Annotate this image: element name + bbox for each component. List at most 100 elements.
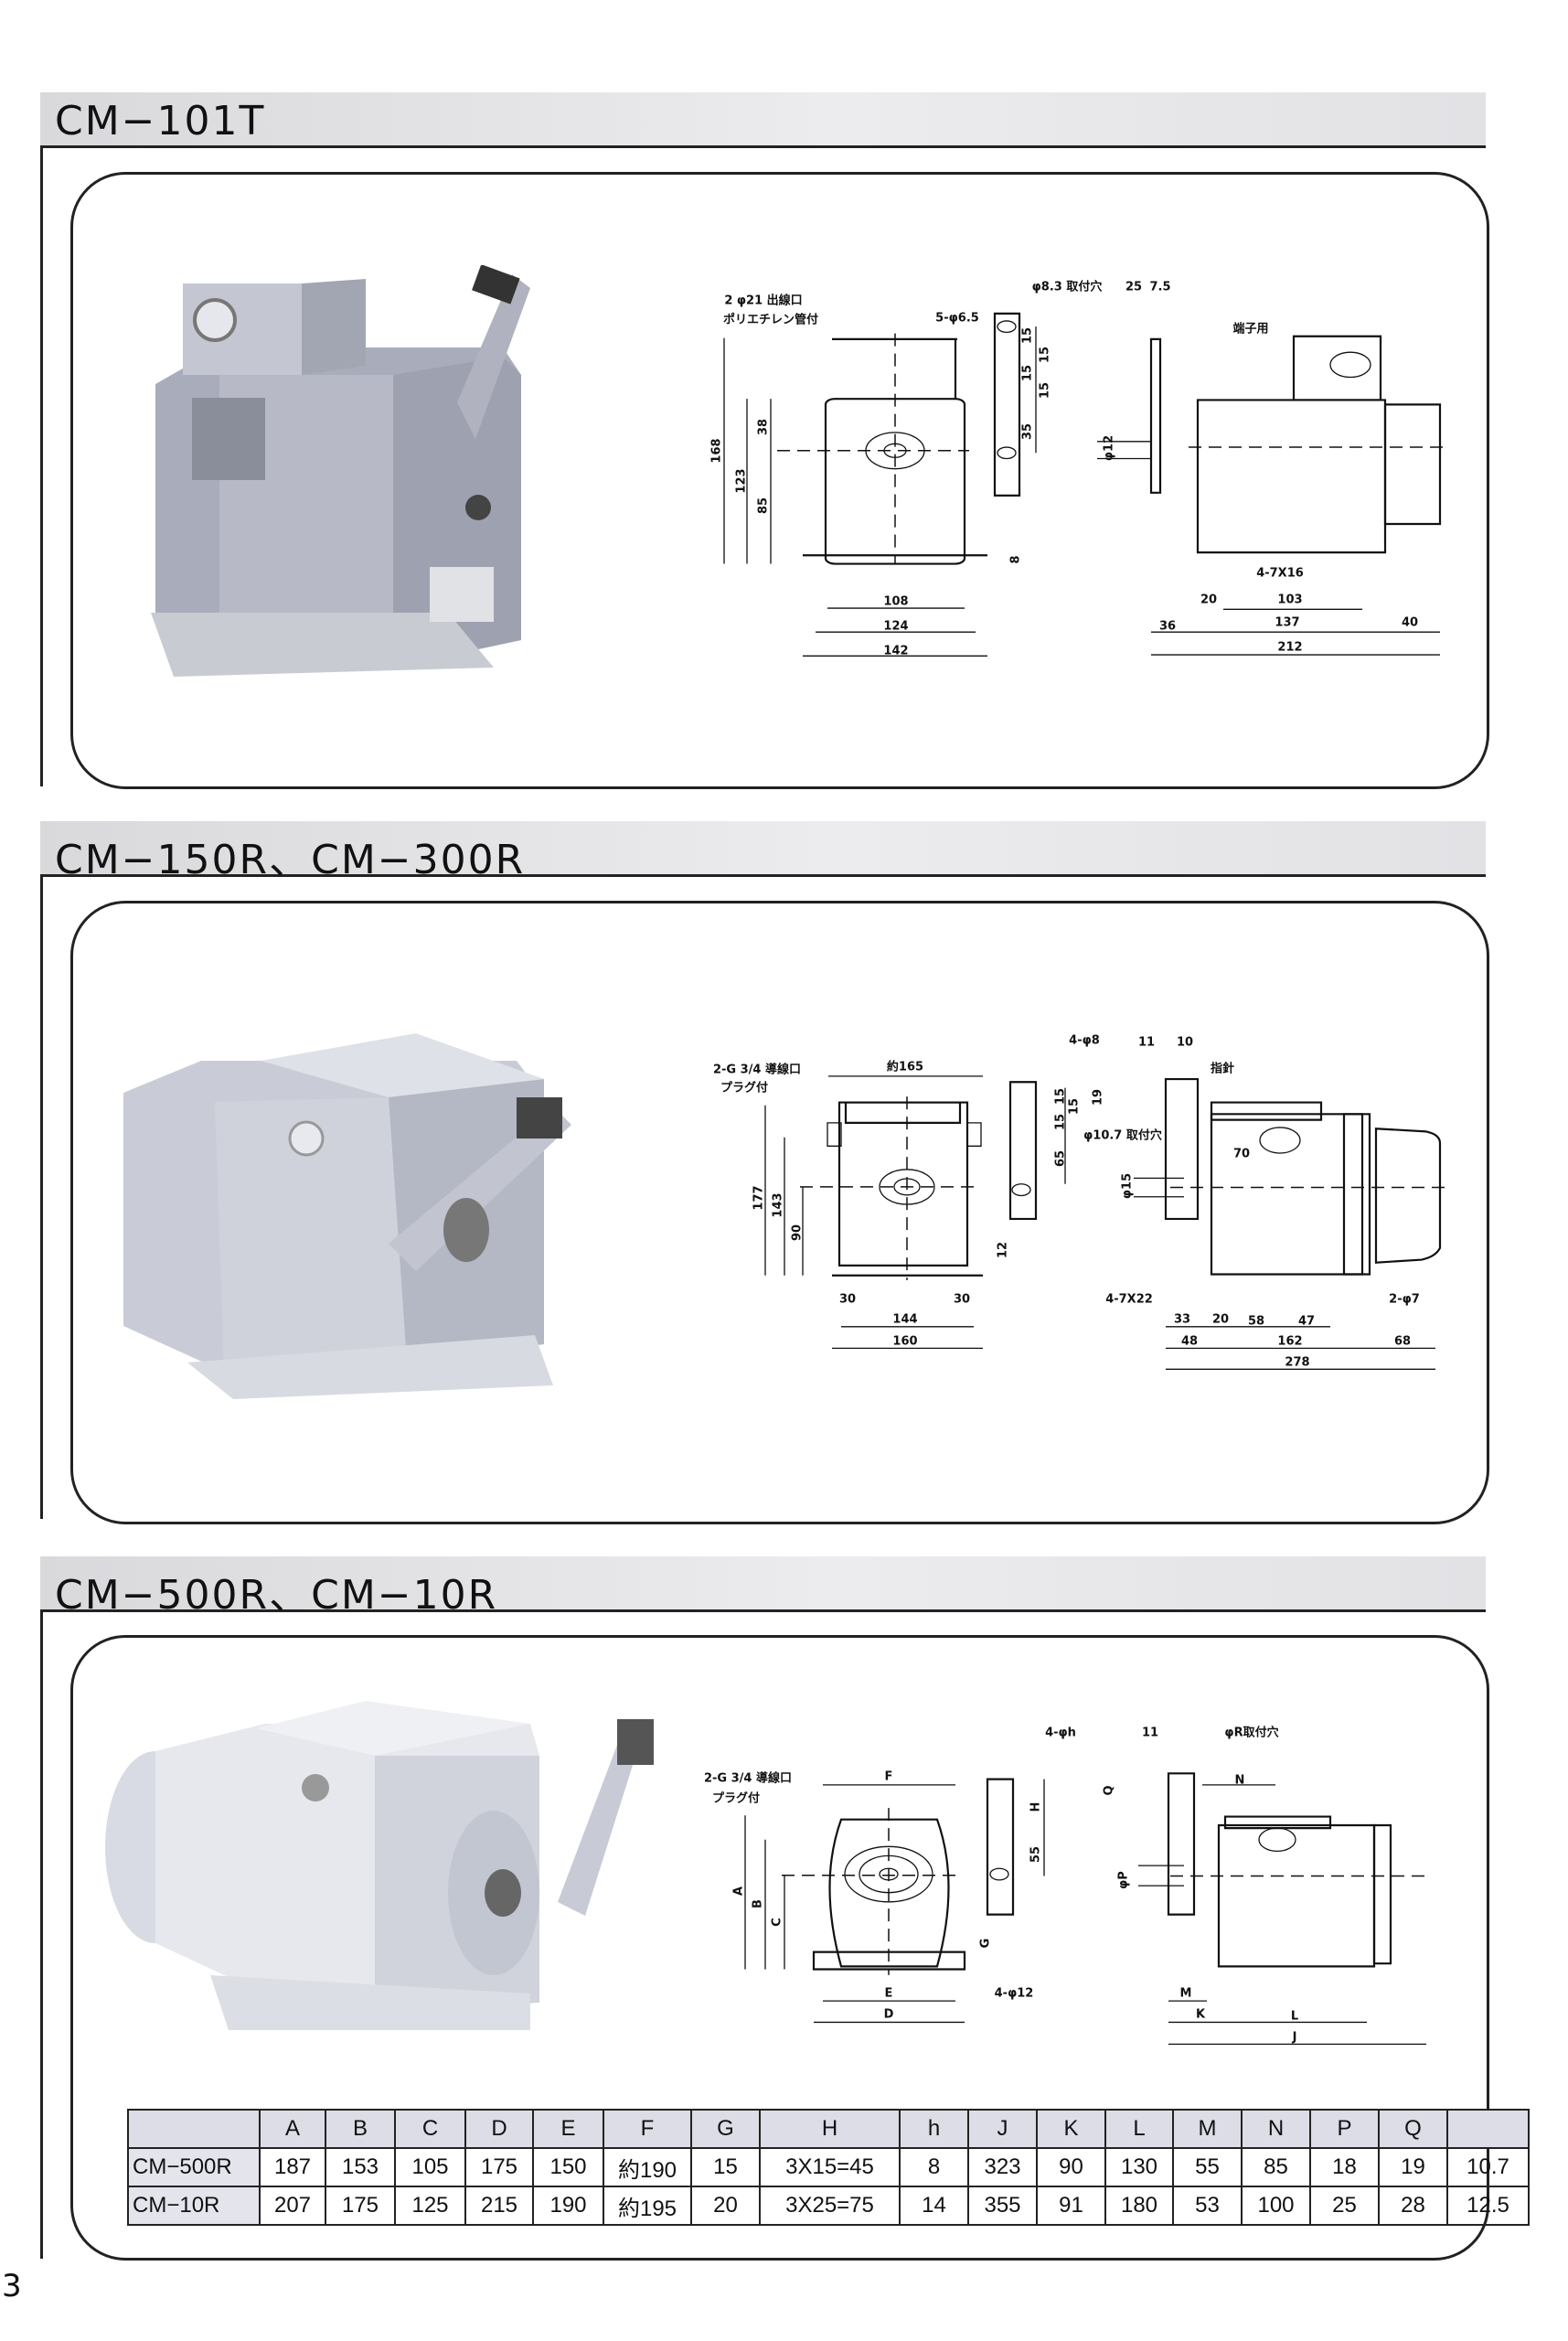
column-header: C bbox=[394, 2109, 466, 2149]
table-cell: 18 bbox=[1309, 2147, 1380, 2187]
column-header: A bbox=[259, 2109, 326, 2149]
column-header: K bbox=[1036, 2109, 1106, 2149]
dimension-label: 4-φ12 bbox=[995, 1987, 1034, 2001]
dimension-label: 20 bbox=[1212, 1313, 1229, 1327]
section-header-cm500r-cm10r: CM−500R、CM−10R bbox=[40, 1556, 1486, 1619]
dimension-label: 19 bbox=[1092, 1089, 1105, 1106]
dimension-label: 33 bbox=[1174, 1313, 1190, 1327]
column-header: G bbox=[690, 2109, 761, 2149]
column-header: J bbox=[967, 2109, 1038, 2149]
table-cell: 約190 bbox=[603, 2147, 692, 2187]
dimension-label: L bbox=[1291, 2010, 1298, 2024]
table-cell: 323 bbox=[967, 2147, 1038, 2187]
dimension-label: 212 bbox=[1277, 641, 1302, 655]
page-number: 3 bbox=[2, 2268, 22, 2304]
column-header: M bbox=[1172, 2109, 1243, 2149]
dimension-label: 4-φ8 bbox=[1069, 1034, 1100, 1048]
dimension-label: φP bbox=[1117, 1871, 1131, 1889]
dimension-label: 68 bbox=[1394, 1335, 1411, 1349]
dimension-label: Q bbox=[1103, 1785, 1116, 1795]
table-cell: 150 bbox=[532, 2147, 604, 2187]
table-cell: 3X25=75 bbox=[759, 2186, 901, 2226]
dimension-label: φ8.3 取付穴 bbox=[1032, 280, 1103, 294]
product-photo-cm150r bbox=[123, 1033, 571, 1399]
model-name-cell: CM−500R bbox=[127, 2147, 261, 2187]
dimension-label: 162 bbox=[1277, 1335, 1302, 1349]
dimension-label: 4-7X16 bbox=[1256, 567, 1304, 581]
dimension-label: 144 bbox=[892, 1313, 917, 1327]
dimension-label: H bbox=[1029, 1802, 1043, 1812]
dimension-label: φR取付穴 bbox=[1224, 1726, 1278, 1740]
section-header-cm101t: CM−101T bbox=[40, 92, 1486, 148]
dimension-label: 124 bbox=[883, 620, 908, 634]
dimension-label: 4-7X22 bbox=[1105, 1293, 1153, 1307]
dimension-label: 11 bbox=[1142, 1726, 1158, 1740]
dimension-label: 278 bbox=[1285, 1356, 1309, 1370]
dimension-label: 7.5 bbox=[1149, 281, 1170, 294]
column-header: L bbox=[1104, 2109, 1174, 2149]
table-cell: 180 bbox=[1104, 2186, 1174, 2226]
table-cell: 130 bbox=[1104, 2147, 1174, 2187]
column-header: B bbox=[325, 2109, 396, 2149]
table-cell: 約195 bbox=[603, 2186, 692, 2226]
drawing-outline bbox=[745, 1773, 1426, 2044]
table-cell: 125 bbox=[394, 2186, 466, 2226]
dimension-label: 85 bbox=[757, 497, 771, 514]
dimension-label: D bbox=[884, 2008, 894, 2022]
dimension-label: 12 bbox=[997, 1242, 1010, 1258]
dimension-label: 8 bbox=[1009, 555, 1023, 563]
table-cell: 14 bbox=[899, 2186, 969, 2226]
table-cell: 12.5 bbox=[1446, 2186, 1530, 2226]
drawing-outline bbox=[724, 314, 1445, 656]
dimension-label: ポリエチレン管付 bbox=[723, 313, 818, 327]
dimension-label: 58 bbox=[1248, 1315, 1264, 1329]
dimension-label: 48 bbox=[1181, 1335, 1198, 1349]
dimension-label: G bbox=[979, 1939, 993, 1949]
dimension-label: 15 bbox=[1054, 1088, 1068, 1105]
product-photo-cm101t bbox=[151, 265, 530, 677]
dimension-label: 15 bbox=[1039, 347, 1052, 363]
dimension-label: 25 bbox=[1125, 281, 1142, 294]
dimension-label: φ10.7 取付穴 bbox=[1083, 1128, 1162, 1143]
table-cell: 85 bbox=[1241, 2147, 1311, 2187]
dimension-label: プラグ付 bbox=[712, 1791, 760, 1806]
table-cell: 28 bbox=[1378, 2186, 1448, 2226]
table-cell: 25 bbox=[1309, 2186, 1380, 2226]
dimension-label: プラグ付 bbox=[720, 1081, 768, 1096]
table-cell: 207 bbox=[259, 2186, 326, 2226]
dimension-label: 47 bbox=[1298, 1315, 1315, 1329]
product-photo-cm500r bbox=[105, 1701, 654, 2030]
dimension-label: 177 bbox=[752, 1185, 766, 1210]
dimension-label: M bbox=[1180, 1987, 1192, 2001]
dimension-label: 10 bbox=[1177, 1036, 1193, 1050]
table-cell: 55 bbox=[1172, 2147, 1243, 2187]
table-cell: 90 bbox=[1036, 2147, 1106, 2187]
table-cell: 355 bbox=[967, 2186, 1038, 2226]
table-cell: 20 bbox=[690, 2186, 761, 2226]
dimension-label: 55 bbox=[1029, 1846, 1043, 1863]
dimension-label: C bbox=[771, 1918, 784, 1927]
column-header: Q bbox=[1378, 2109, 1448, 2149]
drawing-outline bbox=[765, 1076, 1449, 1369]
dimension-label: 30 bbox=[839, 1293, 856, 1307]
table-cell: 53 bbox=[1172, 2186, 1243, 2226]
column-header: N bbox=[1241, 2109, 1311, 2149]
divider bbox=[40, 874, 43, 1519]
dimension-label: 11 bbox=[1138, 1036, 1155, 1050]
table-cell: 10.7 bbox=[1446, 2147, 1530, 2187]
dimension-label: A bbox=[732, 1887, 746, 1896]
section-title: CM−500R、CM−10R bbox=[55, 1572, 498, 1619]
dimension-label: N bbox=[1235, 1774, 1245, 1788]
dimension-label: 2 φ21 出線口 bbox=[724, 294, 802, 308]
dimension-label: 約165 bbox=[887, 1060, 923, 1074]
dimension-label: 123 bbox=[735, 468, 749, 493]
dimension-label: 15 bbox=[1068, 1098, 1082, 1115]
table-cell: 153 bbox=[325, 2147, 396, 2187]
dimension-label: B bbox=[752, 1899, 765, 1908]
column-header: h bbox=[899, 2109, 969, 2149]
